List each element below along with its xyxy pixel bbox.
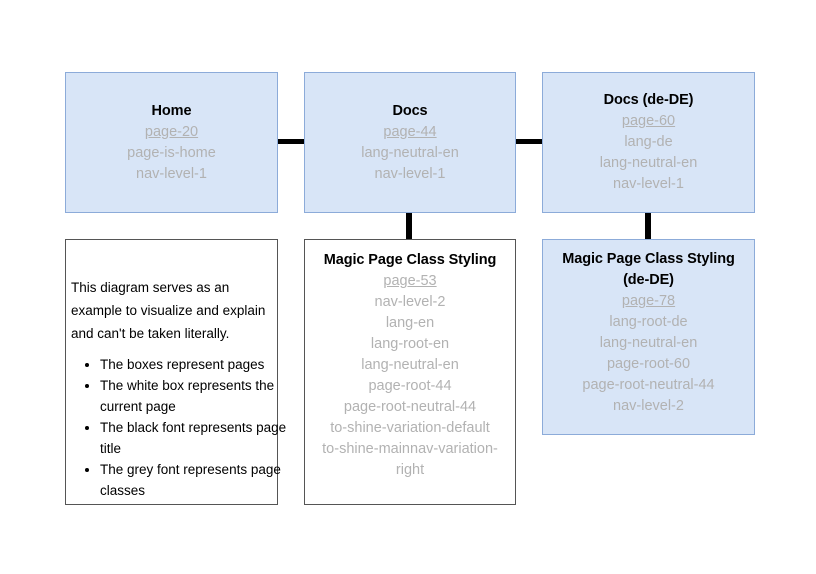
legend-bullet-item: The grey font represents page classes bbox=[100, 459, 299, 501]
node-home-class: nav-level-1 bbox=[136, 165, 207, 182]
legend-note-line: This diagram serves as an bbox=[71, 280, 230, 295]
legend-note-line: and can't be taken literally. bbox=[71, 326, 230, 341]
node-magic-page-class-styling[interactable]: Magic Page Class Styling page-53 nav-lev… bbox=[304, 239, 516, 505]
node-magic-page-class-styling-title: Magic Page Class Styling bbox=[323, 252, 497, 268]
node-home-title: Home bbox=[151, 102, 192, 119]
node-magic-page-class-styling-de[interactable]: Magic Page Class Styling (de-DE) page-78… bbox=[542, 239, 755, 435]
node-magic-page-class-styling-de-page-id: page-78 bbox=[621, 293, 676, 309]
connector-docs-to-docs-de bbox=[515, 139, 543, 144]
node-magic-de-class: page-root-60 bbox=[606, 356, 691, 372]
legend-bullet-list: The boxes represent pages The white box … bbox=[71, 354, 299, 501]
legend-note-box: This diagram serves as an example to vis… bbox=[65, 239, 286, 505]
node-home-class: page-is-home bbox=[127, 144, 216, 161]
node-magic-page-class-styling-de-title: Magic Page Class Styling (de-DE) bbox=[562, 251, 735, 288]
node-docs-de-page-id: page-60 bbox=[621, 113, 676, 129]
connector-docs-de-to-magic-page-de bbox=[645, 212, 651, 240]
node-docs-de-class: nav-level-1 bbox=[613, 176, 684, 192]
node-docs-class: lang-neutral-en bbox=[361, 144, 459, 161]
node-docs-content: Docs page-44 lang-neutral-en nav-level-1 bbox=[305, 73, 515, 212]
node-magic-class: nav-level-2 bbox=[374, 294, 446, 310]
node-magic-class: to-shine-variation-default bbox=[330, 420, 490, 436]
node-magic-page-class-styling-de-content: Magic Page Class Styling (de-DE) page-78… bbox=[543, 240, 754, 443]
connector-docs-to-magic-page bbox=[406, 212, 412, 240]
connector-home-to-docs bbox=[277, 139, 305, 144]
legend-note-content: This diagram serves as an example to vis… bbox=[71, 276, 299, 501]
node-magic-class: lang-neutral-en bbox=[361, 357, 459, 373]
node-magic-class: to-shine-mainnav-variation-right bbox=[322, 441, 498, 478]
node-home[interactable]: Home page-20 page-is-home nav-level-1 bbox=[65, 72, 278, 213]
node-magic-de-class: lang-root-de bbox=[609, 314, 688, 330]
node-docs-title: Docs bbox=[392, 102, 428, 119]
node-magic-de-class: lang-neutral-en bbox=[599, 335, 698, 351]
node-magic-de-class: page-root-neutral-44 bbox=[582, 377, 715, 393]
node-magic-de-class: nav-level-2 bbox=[613, 398, 684, 414]
legend-bullet-item: The black font represents page title bbox=[100, 417, 299, 459]
node-docs-de-content: Docs (de-DE) page-60 lang-de lang-neutra… bbox=[543, 73, 754, 212]
node-docs-de-class: lang-neutral-en bbox=[599, 155, 698, 171]
node-magic-class: page-root-neutral-44 bbox=[343, 399, 477, 415]
node-home-page-id: page-20 bbox=[144, 123, 199, 140]
node-magic-class: lang-en bbox=[385, 315, 435, 331]
node-docs-de[interactable]: Docs (de-DE) page-60 lang-de lang-neutra… bbox=[542, 72, 755, 213]
legend-bullet-item: The white box represents the current pag… bbox=[100, 375, 299, 417]
node-docs-de-class: lang-de bbox=[624, 134, 673, 150]
node-docs-de-title: Docs (de-DE) bbox=[603, 92, 694, 108]
node-docs[interactable]: Docs page-44 lang-neutral-en nav-level-1 bbox=[304, 72, 516, 213]
legend-note-line: example to visualize and explain bbox=[71, 303, 266, 318]
node-magic-page-class-styling-page-id: page-53 bbox=[383, 273, 437, 289]
legend-bullet-item: The boxes represent pages bbox=[100, 354, 299, 375]
node-magic-class: lang-root-en bbox=[370, 336, 450, 352]
node-magic-class: page-root-44 bbox=[368, 378, 452, 394]
node-home-content: Home page-20 page-is-home nav-level-1 bbox=[66, 73, 277, 212]
node-docs-class: nav-level-1 bbox=[374, 165, 446, 182]
node-docs-page-id: page-44 bbox=[383, 123, 437, 140]
node-magic-page-class-styling-content: Magic Page Class Styling page-53 nav-lev… bbox=[305, 240, 515, 514]
